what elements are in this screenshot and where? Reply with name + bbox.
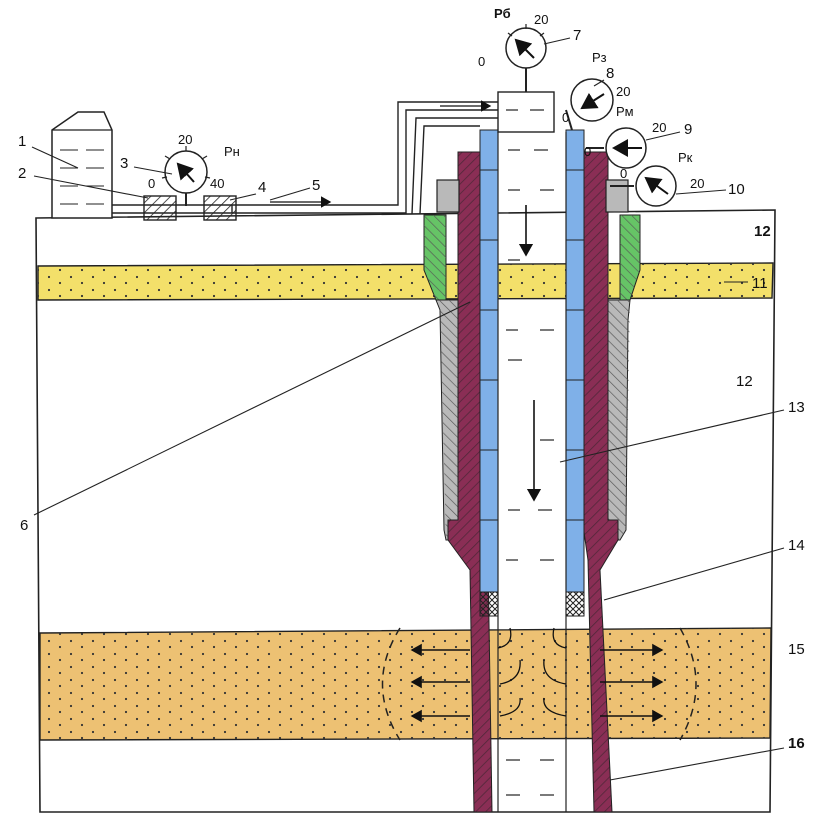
- label-9: 9: [684, 121, 692, 138]
- label-5: 5: [312, 177, 320, 194]
- label-14: 14: [788, 537, 805, 554]
- leader-lines: [31, 37, 785, 781]
- gauge-9-max: 20: [652, 120, 666, 135]
- label-10: 10: [728, 181, 745, 198]
- tubing-ticks: [480, 169, 584, 521]
- casing-head-left: [436, 179, 460, 213]
- label-12-top: 12: [754, 223, 771, 240]
- gauge-9-symbol: Pм: [616, 104, 634, 119]
- label-12-mid: 12: [736, 373, 753, 390]
- pump-gauge-zero: 0: [148, 176, 155, 191]
- gauge-8: [570, 78, 614, 122]
- packer-left: [479, 591, 499, 617]
- tubing-right: [565, 129, 585, 593]
- label-1: 1: [18, 133, 26, 150]
- gauge-8-symbol: Pз: [592, 50, 607, 65]
- gauge-7-zero: 0: [478, 54, 485, 69]
- label-2: 2: [18, 165, 26, 182]
- fluid-dashes: [506, 109, 554, 796]
- surface-pipeline: [112, 101, 498, 215]
- gauge-10-symbol: Pк: [678, 150, 693, 165]
- pump-unit-2: [143, 195, 177, 221]
- gauge-7-max: 20: [534, 12, 548, 27]
- label-13: 13: [788, 399, 805, 416]
- cement-gray-hatch: [436, 300, 630, 540]
- label-7: 7: [573, 27, 581, 44]
- gauge-8-max: 20: [616, 84, 630, 99]
- pump-gauge-max: 40: [210, 176, 224, 191]
- pump-gauge-mid: 20: [178, 132, 192, 147]
- label-6: 6: [20, 517, 28, 534]
- wellhead: [497, 91, 555, 133]
- gauge-9-zero: 0: [584, 144, 591, 159]
- sand-layer-11-dots: [38, 263, 773, 300]
- label-11: 11: [752, 275, 768, 292]
- outflow-arrows: [410, 643, 664, 723]
- gauge-7: [505, 27, 547, 69]
- tank-liquid: [60, 149, 104, 205]
- packer-right: [565, 591, 585, 617]
- gauge-10-zero: 0: [620, 166, 627, 181]
- gauge-7-symbol: Pб: [494, 6, 511, 21]
- label-4: 4: [258, 179, 266, 196]
- casing-head-right: [605, 179, 629, 213]
- label-15: 15: [788, 641, 805, 658]
- label-16: 16: [788, 735, 805, 752]
- gauge-10-max: 20: [690, 176, 704, 191]
- cement-green-hatch: [424, 215, 640, 300]
- outflow-curves: [497, 627, 567, 717]
- gauge-8-zero: 0: [562, 110, 569, 125]
- label-8: 8: [606, 65, 614, 82]
- tubing-left: [479, 129, 499, 593]
- infiltration-zone: [381, 627, 697, 741]
- producing-layer-15-dots: [40, 628, 771, 740]
- pump-gauge-symbol: Pн: [224, 144, 240, 159]
- tank: [51, 111, 113, 219]
- label-3: 3: [120, 155, 128, 172]
